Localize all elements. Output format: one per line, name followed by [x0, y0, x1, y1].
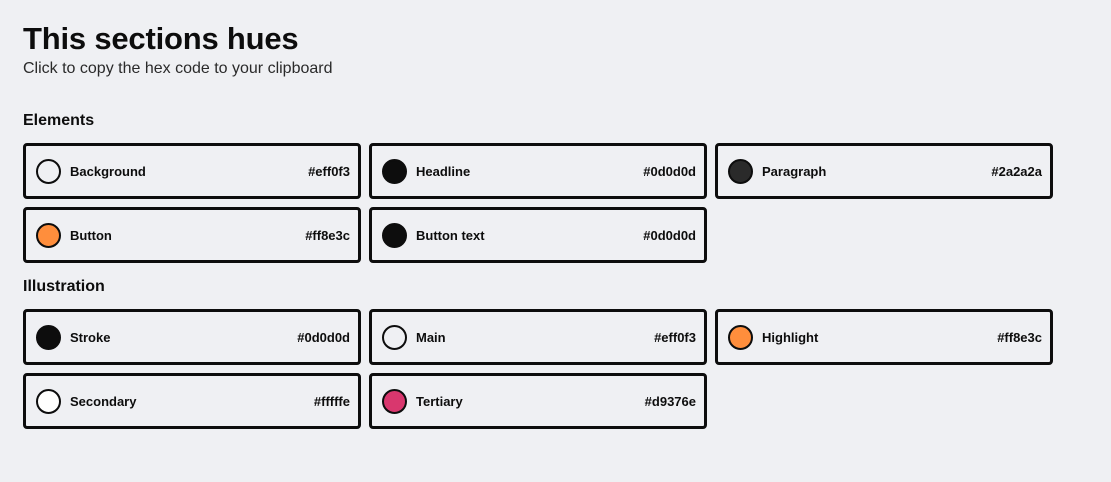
swatch-label: Highlight [762, 329, 819, 345]
swatch-hex: #eff0f3 [308, 163, 350, 179]
color-dot [728, 324, 753, 350]
swatch-label: Stroke [70, 329, 111, 345]
swatch-label: Paragraph [762, 163, 827, 179]
color-dot [382, 388, 407, 414]
swatch-hex: #eff0f3 [654, 329, 696, 345]
color-dot [36, 324, 61, 350]
color-swatch-main[interactable]: Main #eff0f3 [369, 309, 707, 365]
section-illustration: Illustration Stroke #0d0d0d Main #eff0f3… [23, 277, 1063, 429]
color-swatch-paragraph[interactable]: Paragraph #2a2a2a [715, 143, 1053, 199]
color-swatch-button[interactable]: Button #ff8e3c [23, 207, 361, 263]
color-swatch-highlight[interactable]: Highlight #ff8e3c [715, 309, 1053, 365]
swatch-hex: #0d0d0d [297, 329, 350, 345]
color-swatch-button-text[interactable]: Button text #0d0d0d [369, 207, 707, 263]
swatch-hex: #d9376e [644, 393, 696, 409]
swatch-label: Main [416, 329, 446, 345]
color-dot [36, 388, 61, 414]
section-elements: Elements Background #eff0f3 Headline #0d… [23, 111, 1063, 263]
color-swatch-secondary[interactable]: Secondary #fffffe [23, 373, 361, 429]
color-swatch-background[interactable]: Background #eff0f3 [23, 143, 361, 199]
page-subtitle: Click to copy the hex code to your clipb… [23, 60, 333, 77]
swatch-grid: Background #eff0f3 Headline #0d0d0d Para… [23, 143, 1063, 263]
hues-page: This sections hues Click to copy the hex… [23, 20, 1063, 429]
color-dot [36, 222, 61, 248]
color-dot [382, 324, 407, 350]
swatch-hex: #ff8e3c [997, 329, 1042, 345]
swatch-label: Background [70, 163, 146, 179]
color-dot [36, 158, 61, 184]
swatch-label: Tertiary [416, 393, 463, 409]
swatch-hex: #0d0d0d [643, 227, 696, 243]
color-swatch-stroke[interactable]: Stroke #0d0d0d [23, 309, 361, 365]
swatch-hex: #ff8e3c [305, 227, 350, 243]
swatch-grid: Stroke #0d0d0d Main #eff0f3 Highlight #f… [23, 309, 1063, 429]
swatch-label: Headline [416, 163, 471, 179]
color-dot [382, 222, 407, 248]
color-dot [728, 158, 753, 184]
swatch-label: Secondary [70, 393, 137, 409]
swatch-label: Button [70, 227, 112, 243]
color-swatch-tertiary[interactable]: Tertiary #d9376e [369, 373, 707, 429]
color-swatch-headline[interactable]: Headline #0d0d0d [369, 143, 707, 199]
section-title: Illustration [23, 278, 105, 295]
color-dot [382, 158, 407, 184]
swatch-hex: #2a2a2a [991, 163, 1042, 179]
swatch-label: Button text [416, 227, 485, 243]
swatch-hex: #fffffe [313, 393, 350, 409]
section-title: Elements [23, 112, 95, 129]
page-title: This sections hues [23, 21, 299, 56]
swatch-hex: #0d0d0d [643, 163, 696, 179]
